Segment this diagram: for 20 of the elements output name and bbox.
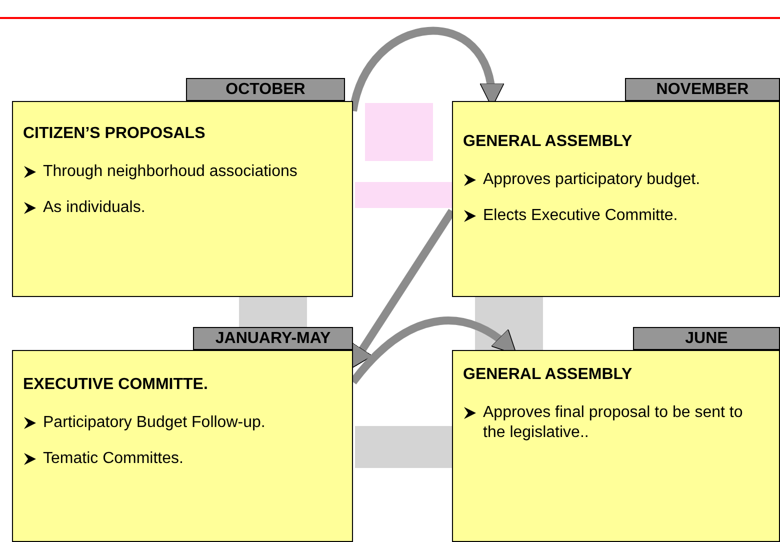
bullet-text: Through neighborhoud associations [43,162,298,182]
curved-arrow [349,27,502,112]
stage-card [12,101,353,297]
bullet-text: Approves final proposal to be sent to the legislative.. [483,403,744,443]
card-heading: GENERAL ASSEMBLY [463,365,634,385]
bullet-text: Approves participatory budget. [483,170,700,190]
card-heading: GENERAL ASSEMBLY [463,132,634,152]
month-tab: NOVEMBER [625,78,780,101]
month-tab: JANUARY-MAY [193,327,353,350]
stage-card [452,101,780,297]
card-heading: EXECUTIVE COMMITTE. [23,375,209,395]
month-tab: OCTOBER [186,78,345,101]
stage-card [12,350,353,542]
month-tab: JUNE [633,327,780,350]
bullet-text: As individuals. [43,198,146,218]
card-heading: CITIZEN’S PROPOSALS [23,124,206,144]
bullet-text: Elects Executive Committe. [483,206,678,226]
bullet-text: Tematic Committes. [43,449,184,469]
bullet-text: Participatory Budget Follow-up. [43,413,266,433]
stage-card [452,350,780,542]
